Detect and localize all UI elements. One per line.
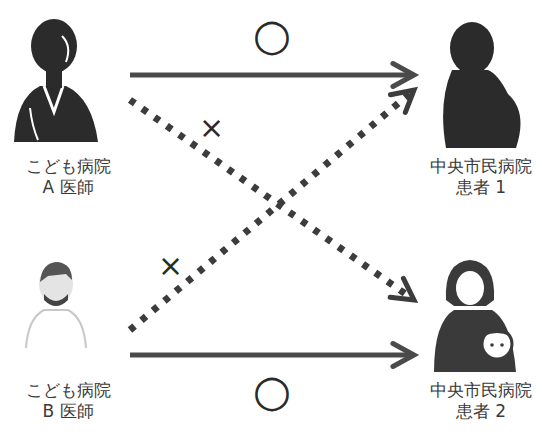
solid-arrow	[130, 73, 412, 78]
doctor-collar	[44, 86, 63, 112]
doctor-icon	[26, 262, 86, 348]
doctor-head	[31, 19, 77, 73]
doctor-hair	[40, 262, 72, 282]
mother-hair	[446, 260, 494, 306]
connector-group	[130, 100, 414, 300]
arrowhead	[393, 63, 414, 86]
edge-mark: ×	[158, 251, 183, 281]
child-head	[482, 329, 512, 359]
connector-group	[130, 63, 414, 86]
child-eye	[490, 343, 494, 347]
patient-icon	[434, 260, 516, 372]
child-eye	[500, 343, 504, 347]
doctor-face-line	[62, 36, 68, 62]
doctor-icon	[14, 19, 98, 142]
node-label: こども病院 B 医師	[26, 380, 111, 423]
stethoscope	[30, 108, 38, 140]
mother-body	[434, 310, 516, 372]
node-label: こども病院 A 医師	[26, 156, 111, 199]
dotted-arrow	[130, 91, 412, 330]
arrowhead	[393, 343, 414, 366]
patient-head	[450, 22, 494, 74]
patient-node: 中央市民病院 患者 2	[414, 228, 548, 424]
dotted-arrow	[130, 100, 412, 299]
doctor-head	[39, 263, 73, 305]
patient-body	[443, 70, 520, 148]
doctor-node: こども病院 B 医師	[6, 228, 130, 424]
doctor-mask	[44, 294, 68, 306]
edge-mark: ○	[253, 369, 291, 413]
patient-node: 中央市民病院 患者 1	[414, 4, 548, 200]
connector-group	[130, 90, 414, 330]
connector-group	[130, 343, 414, 366]
solid-arrow	[130, 353, 412, 358]
doctor-node: こども病院 A 医師	[6, 4, 130, 200]
child-hair	[484, 329, 510, 336]
patient-icon	[443, 22, 520, 148]
mother-face	[456, 271, 484, 305]
node-label: 中央市民病院 患者 2	[430, 380, 532, 423]
doctor-body	[26, 310, 86, 348]
edge-mark: ○	[253, 13, 291, 57]
edge-mark: ×	[199, 113, 224, 143]
arrowhead	[390, 278, 414, 300]
doctor-body	[14, 86, 98, 142]
node-label: 中央市民病院 患者 1	[430, 156, 532, 199]
arrowhead	[390, 90, 414, 112]
